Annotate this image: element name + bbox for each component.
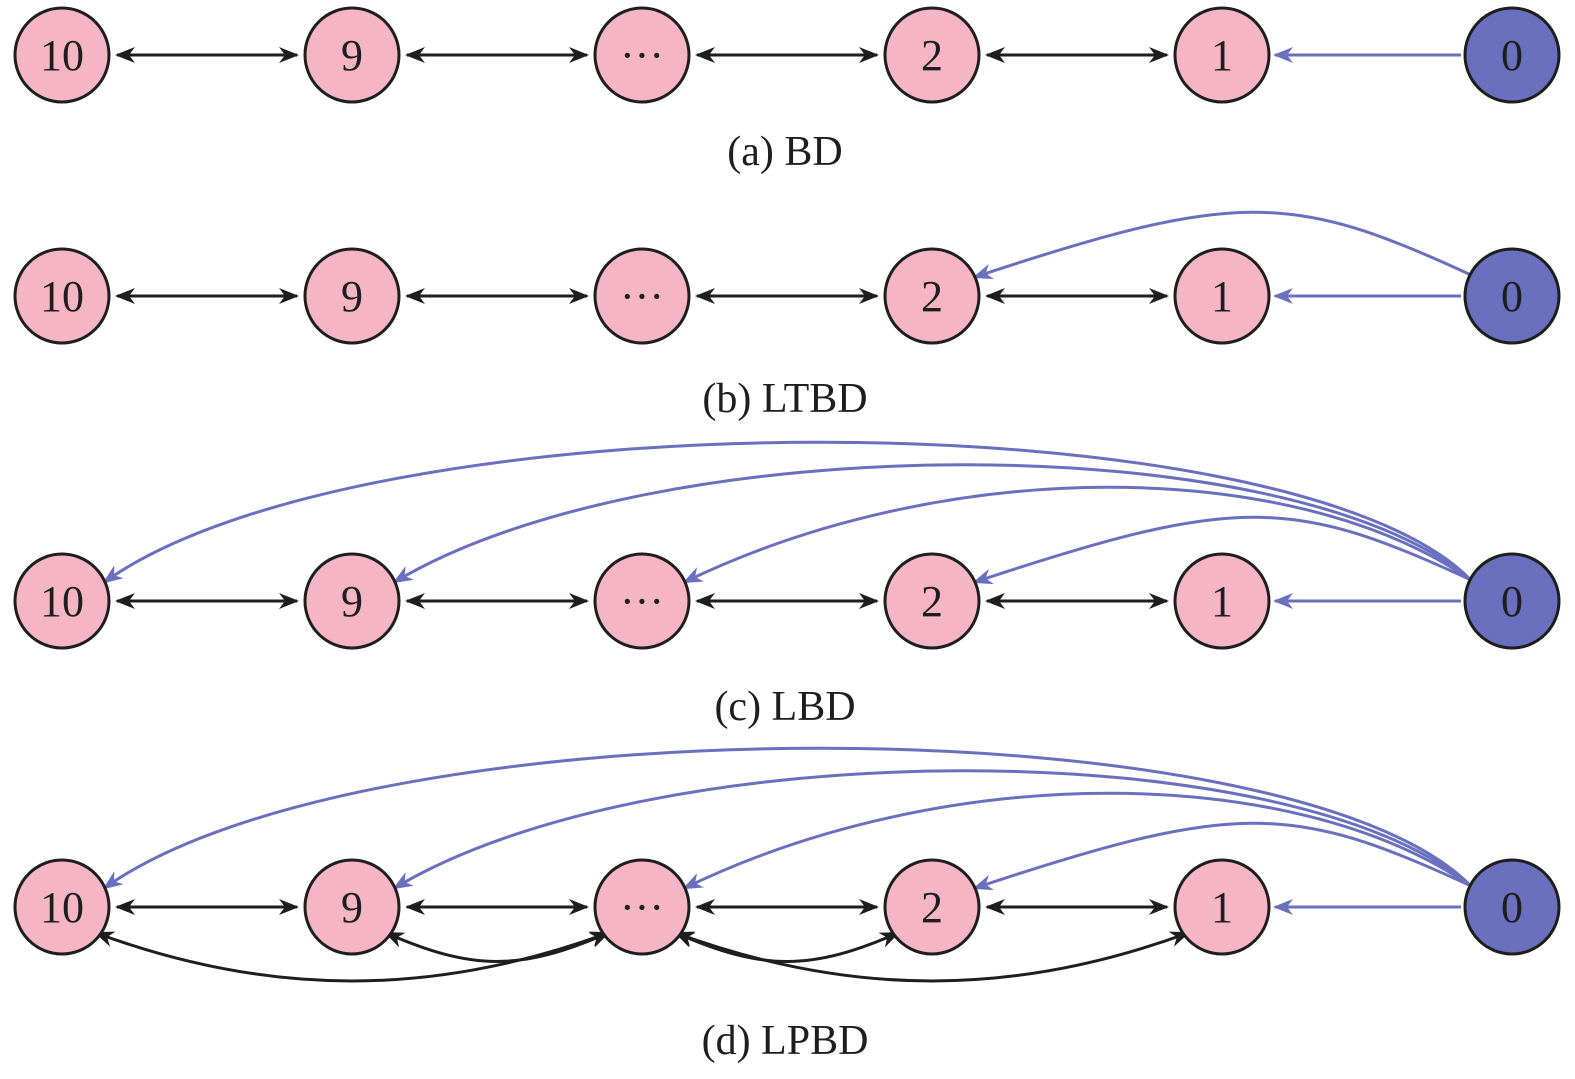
node-c-4: 1 (1173, 552, 1271, 650)
node-c-5: 0 (1463, 552, 1561, 650)
node-circle (13, 552, 111, 650)
node-label: 1 (1211, 883, 1233, 932)
node-label: 0 (1501, 883, 1523, 932)
node-circle (1463, 247, 1561, 345)
source-edge-d-0 (102, 746, 1472, 890)
node-label: 2 (921, 272, 943, 321)
caption-c: (c) LBD (714, 684, 855, 730)
node-a-1: 9 (303, 6, 401, 104)
caption-d: (d) LPBD (702, 1018, 869, 1064)
source-edge-c-2 (682, 485, 1472, 584)
node-b-1: 9 (303, 247, 401, 345)
node-a-0: 10 (13, 6, 111, 104)
node-c-0: 10 (13, 552, 111, 650)
node-d-4: 1 (1173, 858, 1271, 956)
node-circle (1173, 247, 1271, 345)
node-label: 9 (341, 31, 363, 80)
node-circle (303, 858, 401, 956)
node-c-2: ··· (593, 552, 691, 650)
node-label: 0 (1501, 577, 1523, 626)
node-label: 0 (1501, 31, 1523, 80)
node-b-5: 0 (1463, 247, 1561, 345)
node-a-4: 1 (1173, 6, 1271, 104)
node-circle (593, 6, 691, 104)
caption-a: (a) BD (727, 129, 842, 175)
node-circle (883, 858, 981, 956)
node-d-3: 2 (883, 858, 981, 956)
node-b-4: 1 (1173, 247, 1271, 345)
source-edge-c-1 (392, 463, 1472, 584)
node-circle (13, 247, 111, 345)
long-edge-d-1-2 (384, 931, 610, 963)
source-edge-d-2 (682, 791, 1472, 890)
source-edge-c-0 (102, 440, 1472, 584)
node-circle (303, 247, 401, 345)
node-c-3: 2 (883, 552, 981, 650)
node-label: 9 (341, 577, 363, 626)
node-d-2: ··· (593, 858, 691, 956)
edges-b (115, 210, 1472, 304)
node-d-1: 9 (303, 858, 401, 956)
source-edge-d-1 (392, 769, 1472, 890)
node-d-5: 0 (1463, 858, 1561, 956)
node-label: 1 (1211, 31, 1233, 80)
node-b-2: ··· (593, 247, 691, 345)
source-edge-c-3 (972, 515, 1472, 585)
node-label: 2 (921, 883, 943, 932)
node-b-3: 2 (883, 247, 981, 345)
node-circle (303, 552, 401, 650)
node-circle (883, 6, 981, 104)
node-circle (593, 552, 691, 650)
node-b-0: 10 (13, 247, 111, 345)
source-edge-b-3 (972, 210, 1472, 280)
node-circle (593, 858, 691, 956)
node-label: 0 (1501, 272, 1523, 321)
node-label: ··· (620, 272, 664, 321)
node-label: ··· (620, 577, 664, 626)
node-circle (1463, 858, 1561, 956)
node-circle (593, 247, 691, 345)
edges-d (93, 746, 1472, 983)
node-label: 10 (40, 883, 84, 932)
node-label: 10 (40, 272, 84, 321)
node-circle (13, 858, 111, 956)
node-circle (883, 552, 981, 650)
long-edge-d-2-4 (673, 931, 1191, 983)
node-circle (1173, 858, 1271, 956)
node-circle (13, 6, 111, 104)
long-edge-d-0-2 (93, 931, 611, 983)
node-label: 10 (40, 31, 84, 80)
node-d-0: 10 (13, 858, 111, 956)
node-label: ··· (620, 31, 664, 80)
caption-b: (b) LTBD (702, 376, 867, 422)
node-circle (1173, 552, 1271, 650)
node-label: 2 (921, 577, 943, 626)
node-label: 9 (341, 272, 363, 321)
source-edge-d-3 (972, 821, 1472, 891)
node-label: 1 (1211, 272, 1233, 321)
node-circle (303, 6, 401, 104)
node-c-1: 9 (303, 552, 401, 650)
edges-c (102, 440, 1472, 609)
node-circle (1463, 552, 1561, 650)
node-circle (1173, 6, 1271, 104)
node-circle (1463, 6, 1561, 104)
node-a-3: 2 (883, 6, 981, 104)
long-edge-d-2-3 (674, 931, 900, 963)
node-label: 9 (341, 883, 363, 932)
node-label: 1 (1211, 577, 1233, 626)
node-label: 2 (921, 31, 943, 80)
node-a-2: ··· (593, 6, 691, 104)
node-label: ··· (620, 883, 664, 932)
node-circle (883, 247, 981, 345)
node-a-5: 0 (1463, 6, 1561, 104)
node-label: 10 (40, 577, 84, 626)
